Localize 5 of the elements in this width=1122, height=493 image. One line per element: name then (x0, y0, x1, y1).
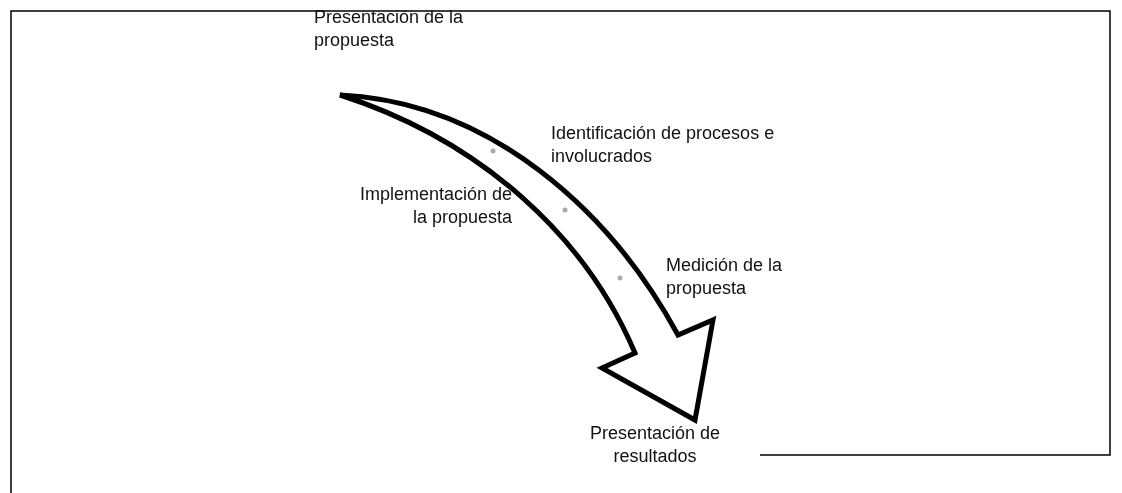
step-label: Medición de la propuesta (666, 254, 784, 300)
step-label: Presentación de la propuesta (314, 6, 464, 52)
step-label: Identificación de procesos e involucrados (551, 122, 776, 168)
step-label: Presentación de resultados (588, 422, 722, 468)
step-label: Implementación de la propuesta (358, 183, 512, 229)
